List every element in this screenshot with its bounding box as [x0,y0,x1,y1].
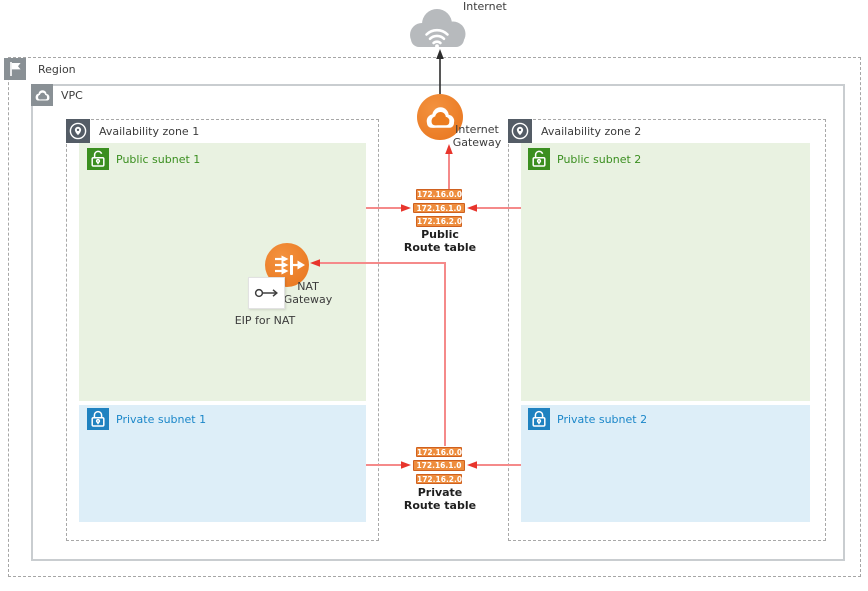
nat-gateway-label: NAT Gateway [278,280,338,306]
private-subnet-2-lock-icon [528,408,550,430]
public-route-table-label-line1: Public [421,228,459,241]
private-route-row-2: 172.16.1.0 [413,460,465,471]
public-subnet-2-box [521,143,810,401]
private-subnet-1-lock-icon [87,408,109,430]
public-route-row-3: 172.16.2.0 [416,216,463,227]
nat-gateway-label-line1: NAT [297,280,319,293]
internet-gateway-label: Internet Gateway [442,123,512,149]
availability-zone-1-box [66,119,379,541]
availability-zone-2-box [508,119,826,541]
public-subnet-1-label: Public subnet 1 [116,153,201,166]
private-route-table-label: Private Route table [402,486,478,512]
public-route-row-2: 172.16.1.0 [413,202,465,213]
region-label: Region [38,63,76,76]
private-subnet2-to-rt-arrow [467,461,521,469]
public-route-row-1: 172.16.0.0 [416,189,463,200]
eip-label: EIP for NAT [234,314,296,327]
region-icon [4,58,26,80]
public-subnet-2-label: Public subnet 2 [557,153,642,166]
internet-gateway-label-line1: Internet [455,123,499,136]
public-route-table-label-line2: Route table [403,241,477,254]
availability-zone-1-icon [66,119,90,143]
vpc-label: VPC [61,89,83,102]
private-subnet-2-box [521,405,810,522]
private-route-row-3: 172.16.2.0 [416,473,463,484]
private-subnet1-to-rt-arrow [366,461,411,469]
public-subnet1-to-rt-arrow [366,204,411,212]
internet-cloud-icon [403,4,471,52]
public-subnet-1-box [79,143,366,401]
public-subnet2-to-rt-arrow [467,204,521,212]
internet-gateway-label-line2: Gateway [452,136,502,149]
availability-zone-1-label: Availability zone 1 [99,125,200,138]
vpc-box [31,84,845,561]
igw-to-internet-arrow [436,49,444,94]
vpc-icon [31,84,53,106]
eip-icon [248,277,285,309]
public-subnet-1-unlock-icon [87,148,109,170]
public-route-table-label: Public Route table [402,228,478,254]
private-subnet-1-box [79,405,366,522]
public-rt-to-igw-arrow [445,144,453,189]
nat-gateway-label-line2: Gateway [283,293,333,306]
internet-label: Internet [463,0,507,13]
private-route-table-label-line1: Private [417,486,463,499]
availability-zone-2-label: Availability zone 2 [541,125,642,138]
public-subnet-2-unlock-icon [528,148,550,170]
availability-zone-2-icon [508,119,532,143]
private-subnet-1-label: Private subnet 1 [116,413,207,426]
private-rt-to-nat-arrow [310,259,446,446]
internet-gateway-icon [417,94,463,140]
private-route-table-label-line2: Route table [403,499,477,512]
private-route-row-1: 172.16.0.0 [416,446,463,457]
region-box [8,57,861,577]
private-subnet-2-label: Private subnet 2 [557,413,648,426]
